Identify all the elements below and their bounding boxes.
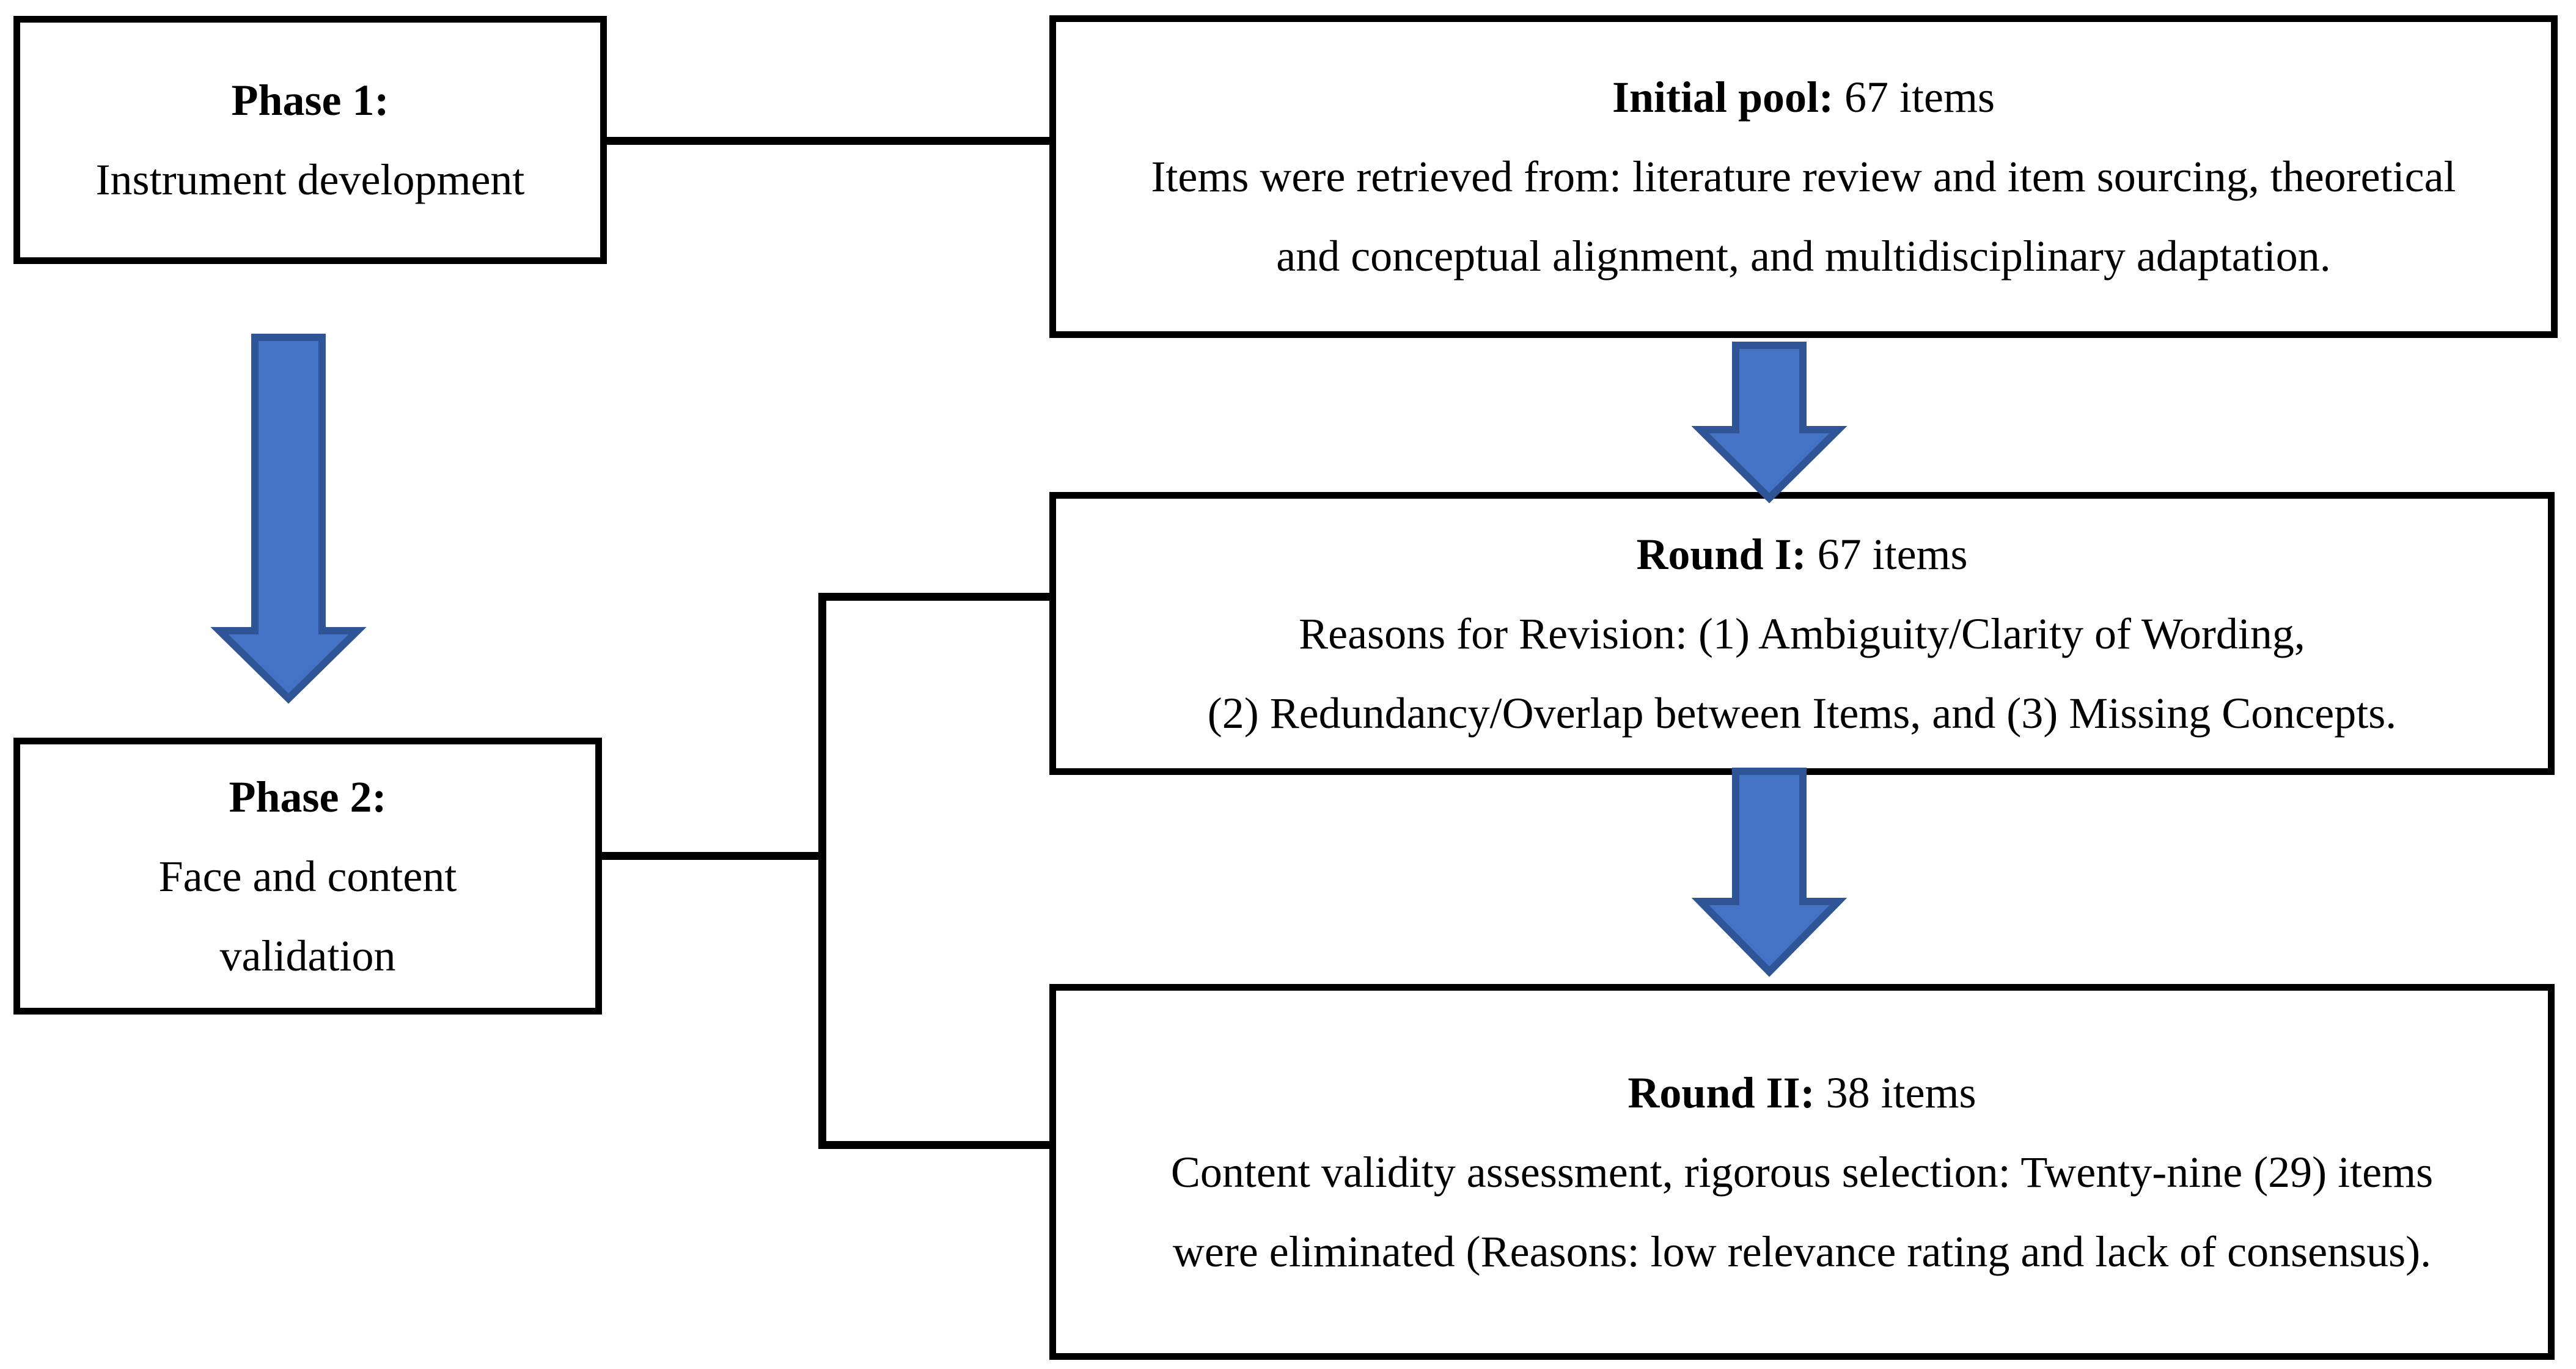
down-arrow-icon (210, 334, 367, 704)
connector-phase2-to-trunk (602, 852, 822, 860)
round1-body-line: (2) Redundancy/Overlap between Items, an… (1207, 688, 2397, 738)
phase1-box: Phase 1: Instrument development (13, 16, 607, 264)
initial-pool-heading: Initial pool: 67 items (1612, 57, 1995, 137)
phase2-body-line: validation (219, 931, 396, 980)
phase2-box: Phase 2: Face and content validation (13, 738, 602, 1015)
phase2-body-line: Face and content (158, 851, 457, 901)
down-arrow-icon (1691, 342, 1848, 504)
connector-phase1-to-initial-pool (607, 137, 1049, 145)
initial-pool-heading-rest: 67 items (1833, 73, 1995, 122)
round2-heading: Round II: 38 items (1627, 1053, 1976, 1132)
round2-body-line: Content validity assessment, rigorous se… (1170, 1147, 2434, 1197)
phase1-title: Phase 1: (231, 76, 389, 125)
connector-branch-to-round2 (818, 1141, 1049, 1149)
connector-branch-to-round1 (818, 593, 1049, 601)
round1-heading-bold: Round I: (1636, 529, 1807, 579)
down-arrow-icon (1691, 768, 1848, 977)
initial-pool-box: Initial pool: 67 items Items were retrie… (1049, 15, 2558, 338)
round1-heading: Round I: 67 items (1636, 515, 1967, 594)
round2-heading-bold: Round II: (1627, 1068, 1815, 1117)
initial-pool-body-line: and conceptual alignment, and multidisci… (1276, 232, 2331, 281)
round2-box: Round II: 38 items Content validity asse… (1049, 984, 2555, 1360)
round1-box: Round I: 67 items Reasons for Revision: … (1049, 492, 2555, 775)
round1-heading-rest: 67 items (1806, 529, 1968, 579)
round1-body-line: Reasons for Revision: (1) Ambiguity/Clar… (1299, 609, 2305, 658)
round2-heading-rest: 38 items (1815, 1068, 1976, 1117)
phase1-body-line: Instrument development (95, 155, 525, 204)
phase2-title: Phase 2: (229, 772, 387, 821)
initial-pool-heading-bold: Initial pool: (1612, 73, 1834, 122)
initial-pool-body-line: Items were retrieved from: literature re… (1151, 152, 2456, 201)
connector-trunk-vertical (818, 593, 826, 1149)
round2-body-line: were eliminated (Reasons: low relevance … (1172, 1227, 2432, 1276)
